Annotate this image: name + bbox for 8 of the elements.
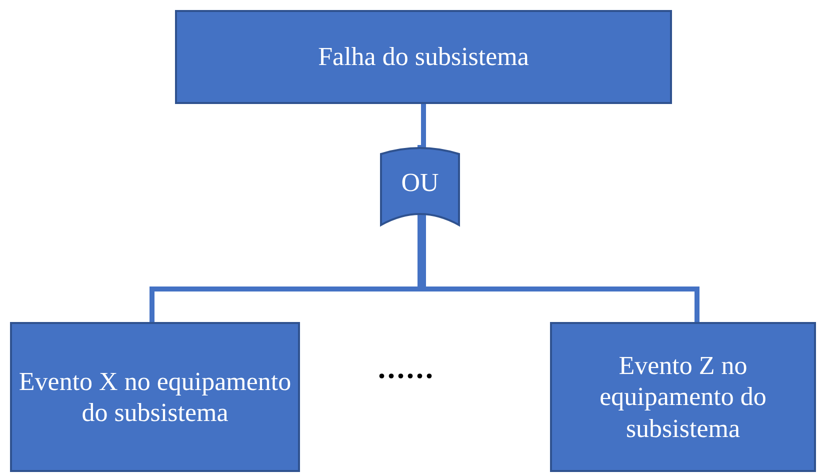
event-box: [175, 10, 672, 104]
event-text: Evento X no equipamento do subsistema: [18, 366, 292, 428]
event-box: [10, 322, 300, 472]
event-text: Evento Z no equipamento do subsistema: [598, 350, 768, 444]
ellipsis-text: ......: [378, 352, 435, 386]
gate-label: OU: [401, 167, 439, 199]
event-text: Falha do subsistema: [318, 41, 529, 73]
event-box: [550, 322, 816, 472]
